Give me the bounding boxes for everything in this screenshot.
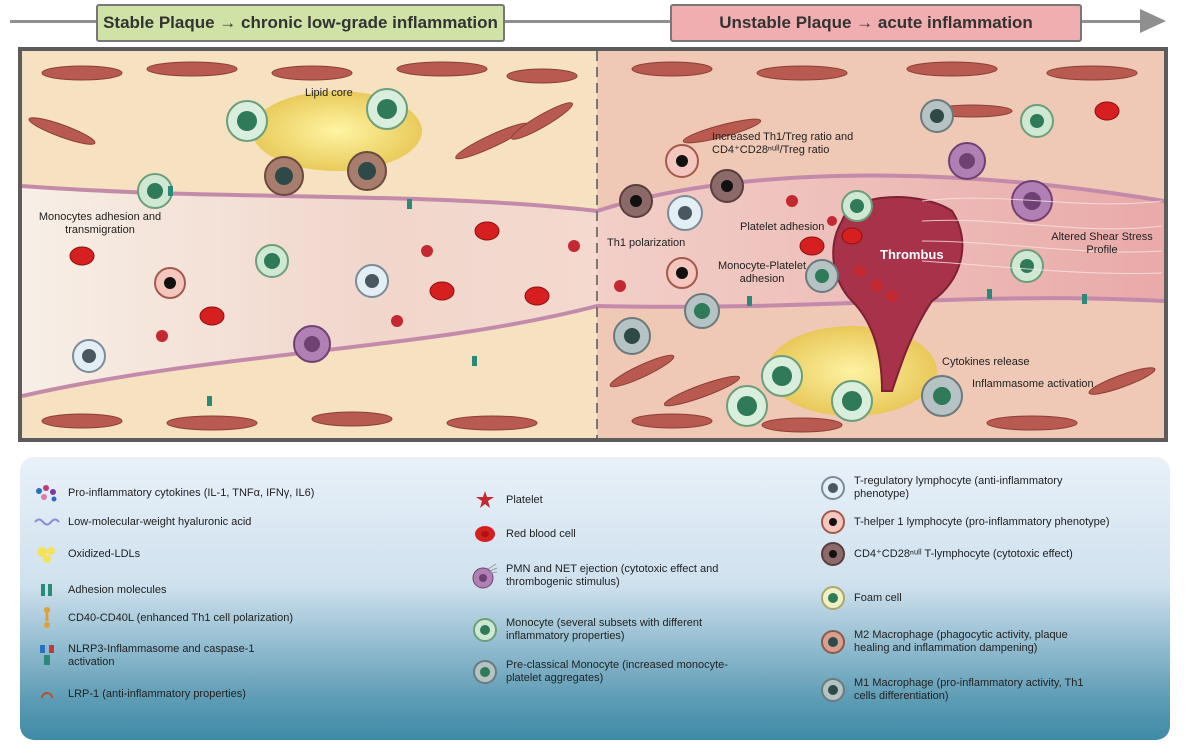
pmn-net-icon <box>472 563 498 589</box>
red-blood-cell-icon <box>472 521 498 547</box>
legend-text: PMN and NET ejection (cytotoxic effect a… <box>506 563 719 588</box>
legend-item-cd40: CD40-CD40L (enhanced Th1 cell polarizati… <box>34 605 434 631</box>
lrp1-icon <box>34 681 60 707</box>
stable-plaque-header: Stable Plaque → chronic low-grade inflam… <box>96 4 505 42</box>
cytokines-icon <box>34 480 60 506</box>
legend-item-nlrp3: NLRP3-Inflammasome and caspase-1 activat… <box>34 643 264 669</box>
legend-item-treg: T-regulatory lymphocyte (anti-inflammato… <box>820 475 1090 501</box>
legend-item-monocyte: Monocyte (several subsets with different… <box>472 617 742 643</box>
foam-cell-icon <box>820 585 846 611</box>
artery-scene <box>22 51 1164 438</box>
legend-text: NLRP3-Inflammasome and caspase-1 activat… <box>68 643 255 668</box>
legend-text: Red blood cell <box>506 527 576 540</box>
legend-text: T-regulatory lymphocyte (anti-inflammato… <box>854 475 1063 500</box>
treg-icon <box>820 475 846 501</box>
cytokines-release-label: Cytokines release <box>942 356 1030 368</box>
legend-item-hyaluronic-acid: Low-molecular-weight hyaluronic acid <box>34 509 434 535</box>
shear-stress-flow-lines <box>921 197 1163 275</box>
legend-text: LRP-1 (anti-inflammatory properties) <box>68 687 246 700</box>
cd40-icon <box>34 605 60 631</box>
th1-icon <box>820 509 846 535</box>
legend-text: Adhesion molecules <box>68 583 167 596</box>
legend-item-pre-classical-monocyte: Pre-classical Monocyte (increased monocy… <box>472 659 742 685</box>
cd28null-icon <box>820 541 846 567</box>
legend-text: T-helper 1 lymphocyte (pro-inflammatory … <box>854 515 1110 528</box>
legend-text: M2 Macrophage (phagocytic activity, plaq… <box>854 629 1068 654</box>
m2-macrophage-icon <box>820 629 846 655</box>
progression-arrow-head <box>1140 9 1166 33</box>
legend-text: Pro-inflammatory cytokines (IL-1, TNFα, … <box>68 486 315 499</box>
platelets <box>156 195 898 342</box>
legend-item-th1: T-helper 1 lymphocyte (pro-inflammatory … <box>820 509 1150 535</box>
oxidized-ldl-icon <box>34 541 60 567</box>
legend-item-m1-macrophage: M1 Macrophage (pro-inflammatory activity… <box>820 677 1090 703</box>
progression-arrow-line <box>10 20 1150 23</box>
legend-item-platelet: Platelet <box>472 487 722 513</box>
legend-item-foam-cell: Foam cell <box>820 585 1090 611</box>
stable-lumen <box>22 186 597 396</box>
unstable-plaque-header: Unstable Plaque → acute inflammation <box>670 4 1082 42</box>
platelet-adhesion-label: Platelet adhesion <box>740 221 825 233</box>
platelet-icon <box>472 487 498 513</box>
smooth-muscle-cells <box>28 61 1156 433</box>
monocyte-icon <box>472 617 498 643</box>
inflammasome-activation-label: Inflammasome activation <box>972 378 1094 390</box>
legend-text: Low-molecular-weight hyaluronic acid <box>68 515 252 528</box>
legend-item-pmn-net: PMN and NET ejection (cytotoxic effect a… <box>472 563 742 589</box>
pre-classical-monocyte-icon <box>472 659 498 685</box>
nlrp3-icon <box>34 643 60 669</box>
adhesion-molecules <box>168 186 1087 406</box>
thrombus <box>832 196 964 392</box>
legend-item-adhesion-molecules: Adhesion molecules <box>34 577 434 603</box>
legend-text: Oxidized-LDLs <box>68 547 141 560</box>
legend-panel: Pro-inflammatory cytokines (IL-1, TNFα, … <box>20 457 1170 740</box>
thrombus-label: Thrombus <box>880 247 944 262</box>
legend-text: Pre-classical Monocyte (increased monocy… <box>506 659 728 684</box>
legend-item-cd28null: CD4⁺CD28ⁿᵘˡˡ T-lymphocyte (cytotoxic eff… <box>820 541 1150 567</box>
legend-text: CD4⁺CD28ⁿᵘˡˡ T-lymphocyte (cytotoxic eff… <box>854 547 1073 560</box>
lower-endothelium <box>22 296 1164 398</box>
hyaluronic-acid-icon <box>34 509 60 535</box>
red-blood-cells <box>69 101 1120 326</box>
legend-item-red-blood-cell: Red blood cell <box>472 521 722 547</box>
legend-text: CD40-CD40L (enhanced Th1 cell polarizati… <box>68 611 294 624</box>
legend-text: Platelet <box>506 493 543 506</box>
legend-item-lrp1: LRP-1 (anti-inflammatory properties) <box>34 681 434 707</box>
lipid-core-label: Lipid core <box>305 87 353 99</box>
legend-text: Monocyte (several subsets with different… <box>506 617 703 642</box>
legend-item-m2-macrophage: M2 Macrophage (phagocytic activity, plaq… <box>820 629 1090 655</box>
legend-text: Foam cell <box>854 591 902 604</box>
adhesion-molecule-icon <box>34 577 60 603</box>
immune-cells <box>72 88 1054 427</box>
th1-polarization-label: Th1 polarization <box>607 237 686 249</box>
legend-item-oxidized-ldl: Oxidized-LDLs <box>34 541 434 567</box>
m1-macrophage-icon <box>820 677 846 703</box>
legend-item-cytokines: Pro-inflammatory cytokines (IL-1, TNFα, … <box>34 480 434 506</box>
legend-text: M1 Macrophage (pro-inflammatory activity… <box>854 677 1084 702</box>
